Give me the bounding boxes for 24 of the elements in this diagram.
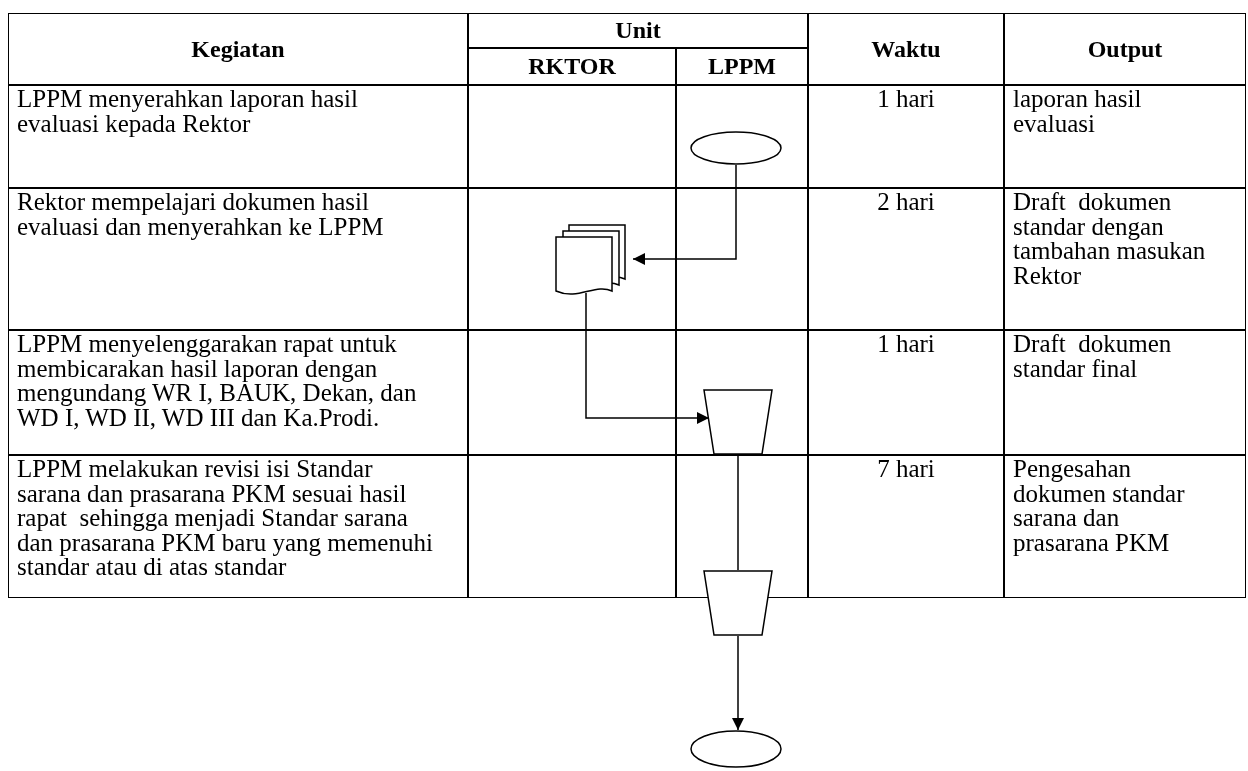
trapezoid-shape — [703, 570, 773, 636]
terminator-oval — [690, 131, 782, 165]
table-header: Kegiatan — [8, 13, 468, 85]
arrow — [732, 635, 744, 731]
table-cell: 1 hari — [808, 330, 1004, 455]
table-header: LPPM — [676, 48, 808, 85]
table-cell: laporan hasil evaluasi — [1004, 85, 1246, 188]
table-header: Waktu — [808, 13, 1004, 85]
table-cell: Draft dokumen standar dengan tambahan masukan Rektor — [1004, 188, 1246, 330]
table-cell: LPPM menyelenggarakan rapat untuk membicarakan hasil laporan dengan mengundang WR I, BAUK, Dekan, dan WD I, WD II, WD III dan Ka.Prodi. — [8, 330, 468, 455]
terminator-oval — [690, 730, 782, 768]
arrow — [632, 164, 737, 265]
table-cell: 2 hari — [808, 188, 1004, 330]
table-cell: LPPM melakukan revisi isi Standar sarana dan prasarana PKM sesuai hasil rapat sehingga menjadi Standar sarana dan prasarana PKM baru yang memenuhi standar atau di atas standar — [8, 455, 468, 598]
table-cell: Rektor mempelajari dokumen hasil evaluasi dan menyerahkan ke LPPM — [8, 188, 468, 330]
table-cell: 7 hari — [808, 455, 1004, 598]
table-cell: Pengesahan dokumen standar sarana dan prasarana PKM — [1004, 455, 1246, 598]
table-cell: LPPM menyerahkan laporan hasil evaluasi kepada Rektor — [8, 85, 468, 188]
trapezoid-shape — [703, 389, 773, 455]
table-cell: Draft dokumen standar final — [1004, 330, 1246, 455]
table-header: Unit — [468, 13, 808, 48]
table-cell: 1 hari — [808, 85, 1004, 188]
table-header: Output — [1004, 13, 1246, 85]
table-header: RKTOR — [468, 48, 676, 85]
